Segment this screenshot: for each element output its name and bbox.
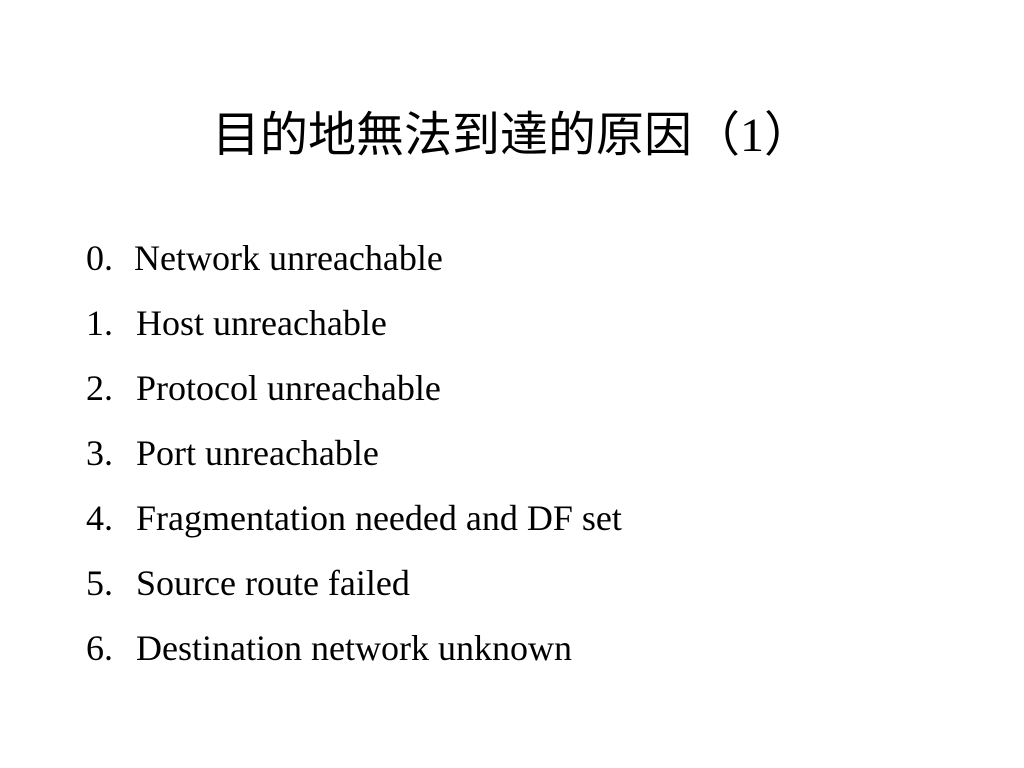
slide-title-suffix: （1） — [692, 109, 813, 162]
list-item-number: 4. — [86, 498, 113, 538]
list-item-number: 3. — [86, 433, 113, 473]
slide-bullet-list: 0. Network unreachable 1. Host unreachable… — [86, 226, 622, 681]
list-item-number: 5. — [86, 563, 113, 603]
list-item: 6. Destination network unknown — [86, 616, 622, 681]
list-item-number: 6. — [86, 628, 113, 668]
list-item-text: Host unreachable — [136, 303, 387, 343]
list-item-number: 2. — [86, 368, 113, 408]
list-item: 5. Source route failed — [86, 551, 622, 616]
list-item-text: Source route failed — [136, 563, 410, 603]
slide-title: 目的地無法到達的原因（1） — [0, 100, 1024, 172]
list-item: 2. Protocol unreachable — [86, 356, 622, 421]
list-item: 0. Network unreachable — [86, 226, 622, 291]
list-item: 3. Port unreachable — [86, 421, 622, 486]
list-item-text: Port unreachable — [136, 433, 379, 473]
list-item-text: Destination network unknown — [136, 628, 572, 668]
list-item-number: 0. — [86, 238, 113, 278]
slide-title-text: 目的地無法到達的原因 — [211, 109, 692, 162]
list-item-number: 1. — [86, 303, 113, 343]
list-item-text: Fragmentation needed and DF set — [136, 498, 622, 538]
list-item: 4. Fragmentation needed and DF set — [86, 486, 622, 551]
list-item-text: Network unreachable — [134, 238, 443, 278]
list-item: 1. Host unreachable — [86, 291, 622, 356]
list-item-text: Protocol unreachable — [136, 368, 441, 408]
